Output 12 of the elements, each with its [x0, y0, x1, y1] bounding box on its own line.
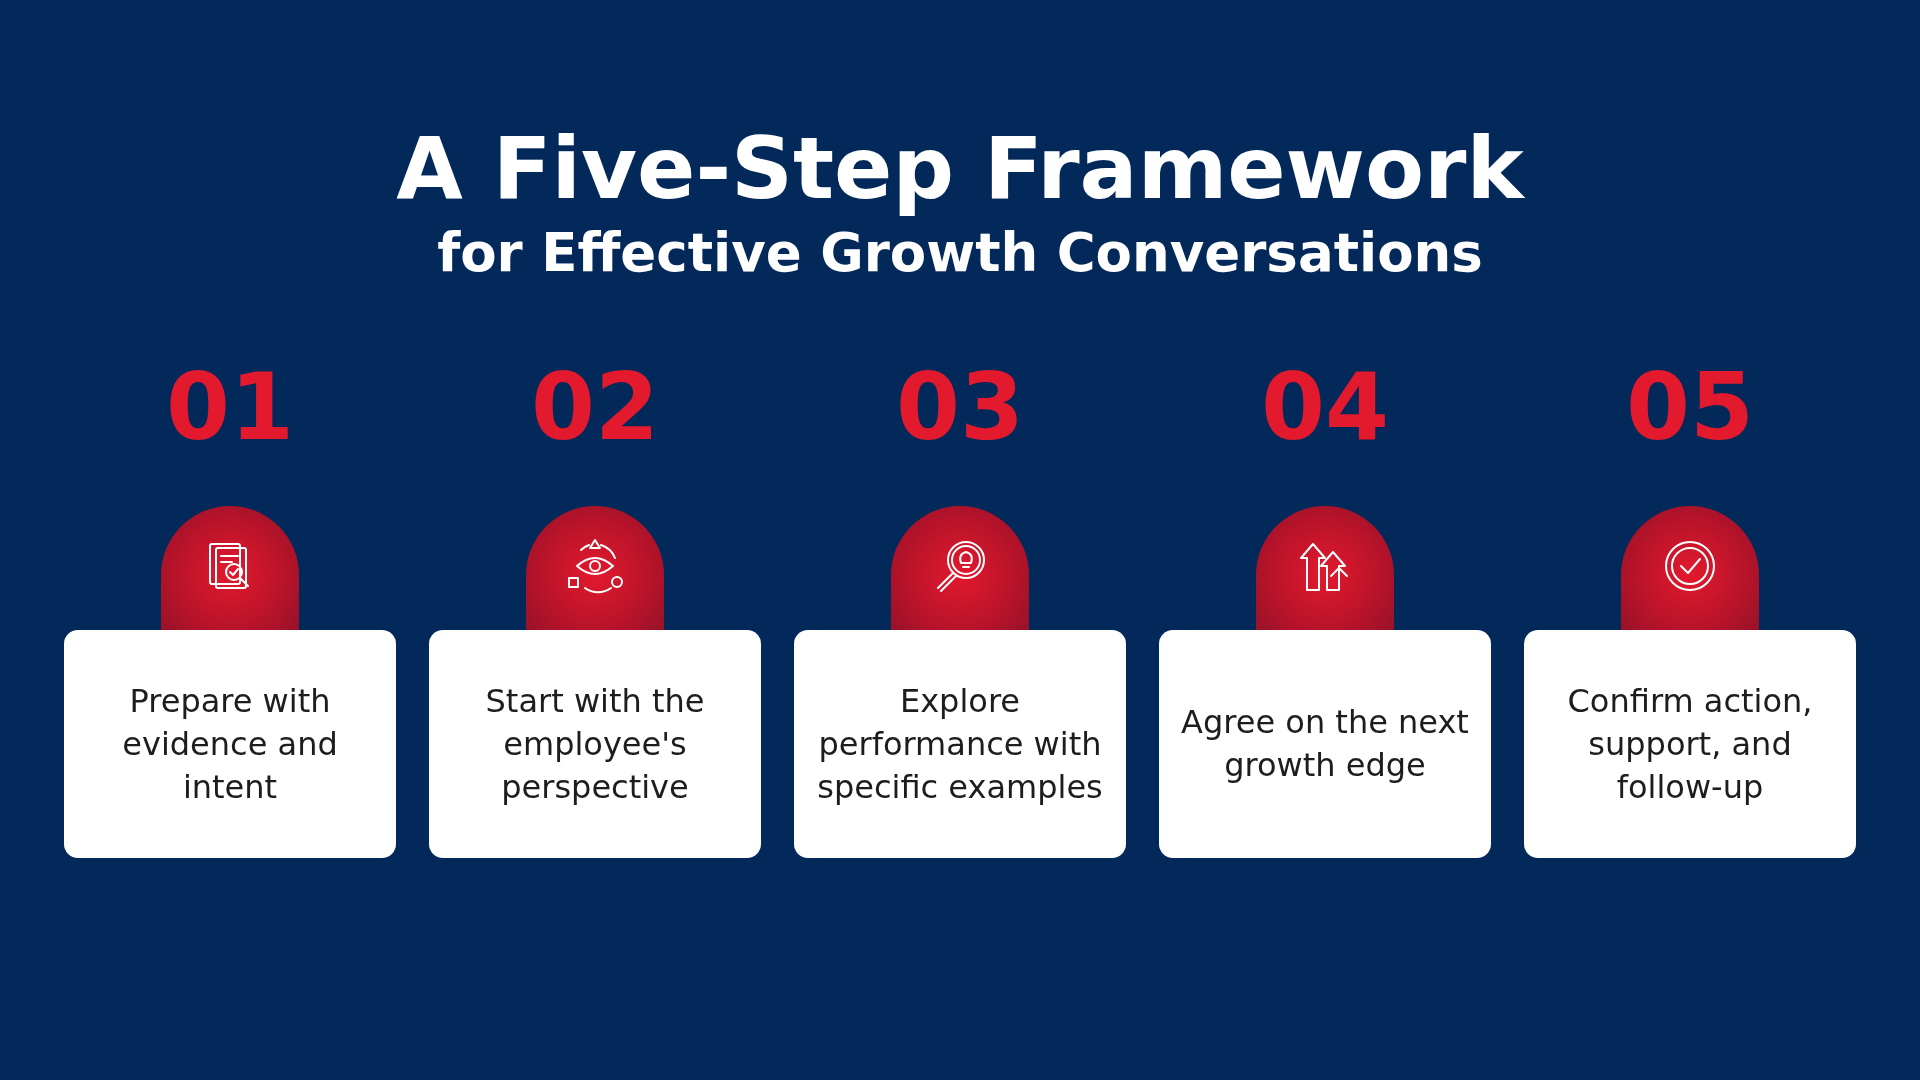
step-text: Start with the employee's perspective: [484, 680, 706, 808]
step-number: 01: [166, 358, 294, 458]
step-text: Prepare with evidence and intent: [121, 680, 339, 808]
step-number: 03: [896, 358, 1024, 458]
step-number: 04: [1261, 358, 1389, 458]
step-text: Agree on the next growth edge: [1180, 702, 1470, 786]
subtitle: for Effective Growth Conversations: [437, 221, 1483, 285]
step-number: 05: [1626, 358, 1754, 458]
step-text: Confirm action, support, and follow-up: [1566, 680, 1814, 808]
title: A Five-Step Framework: [396, 118, 1524, 218]
step-text: Explore performance with specific examples: [816, 680, 1104, 808]
step-number: 02: [531, 358, 659, 458]
